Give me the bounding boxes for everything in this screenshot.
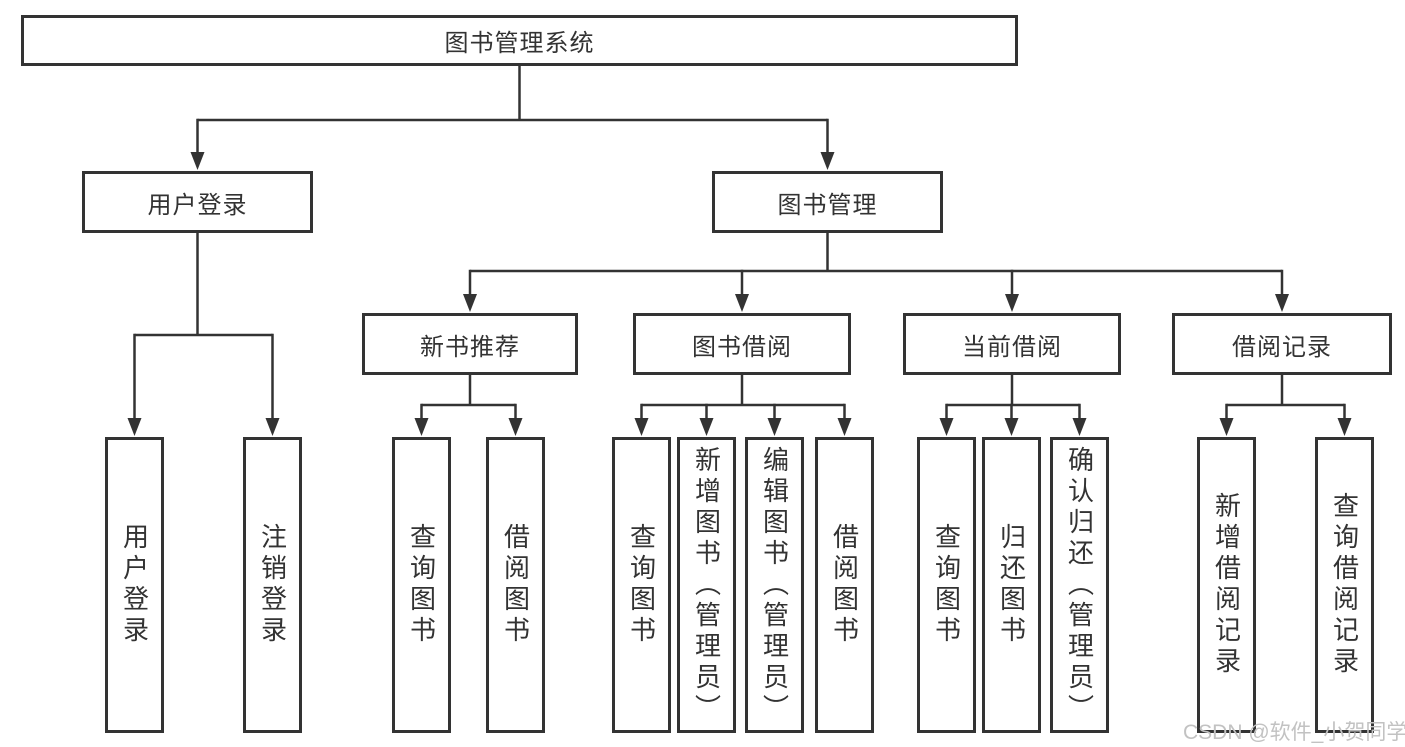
csdn-watermark: CSDN @软件_小贺同学: [1183, 721, 1405, 744]
arrowhead-icon: [1219, 418, 1234, 436]
arrowhead-icon: [837, 418, 852, 436]
node-label: 归还图书: [996, 523, 1027, 647]
node-query-book-recommend: 查询图书: [392, 437, 451, 733]
arrowhead-icon: [634, 418, 649, 436]
node-borrow-book-recommend: 借阅图书: [486, 437, 545, 733]
node-label: 借阅图书: [829, 523, 860, 647]
arrowhead-icon: [939, 418, 954, 436]
arrowhead-icon: [767, 418, 782, 436]
arrowhead-icon: [1004, 418, 1019, 436]
node-label: 借阅图书: [500, 523, 531, 647]
node-label: 新增图书（管理员）: [691, 445, 722, 725]
arrowhead-icon: [127, 418, 142, 436]
arrowhead-icon: [463, 294, 477, 312]
node-query-book-borrow: 查询图书: [612, 437, 671, 733]
connector-root-to-level2: [190, 66, 835, 170]
arrowhead-icon: [1072, 418, 1087, 436]
arrowhead-icon: [699, 418, 714, 436]
node-label: 用户登录: [147, 191, 248, 219]
node-confirm-return-admin: 确认归还（管理员）: [1050, 437, 1109, 733]
connector-new-book-recommend-to-leaves: [414, 375, 523, 436]
connector-book-management-to-level3: [463, 233, 1289, 312]
node-label: 编辑图书（管理员）: [759, 445, 790, 725]
node-label: 图书借阅: [692, 333, 792, 361]
arrowhead-icon: [265, 418, 280, 436]
node-book-borrow: 图书借阅: [633, 313, 851, 375]
node-label: 图书管理: [777, 191, 878, 219]
node-query-borrow-record: 查询借阅记录: [1315, 437, 1374, 733]
node-return-book: 归还图书: [982, 437, 1041, 733]
arrowhead-icon: [1005, 294, 1019, 312]
node-user-login: 用户登录: [82, 171, 313, 233]
node-label: 用户登录: [119, 523, 150, 647]
node-label: 新书推荐: [420, 333, 520, 361]
node-user-login-leaf: 用户登录: [105, 437, 164, 733]
node-label: 查询图书: [626, 523, 657, 647]
node-book-management: 图书管理: [712, 171, 943, 233]
arrowhead-icon: [1275, 294, 1289, 312]
node-current-borrow: 当前借阅: [903, 313, 1121, 375]
node-label: 查询借阅记录: [1329, 492, 1360, 678]
node-label: 当前借阅: [962, 333, 1062, 361]
connector-current-borrow-to-leaves: [939, 375, 1087, 436]
node-label: 查询图书: [931, 523, 962, 647]
node-label: 借阅记录: [1232, 333, 1332, 361]
arrowhead-icon: [820, 152, 835, 170]
node-new-book-recommend: 新书推荐: [362, 313, 578, 375]
arrowhead-icon: [508, 418, 523, 436]
node-label: 查询图书: [406, 523, 437, 647]
node-label: 确认归还（管理员）: [1064, 445, 1095, 725]
node-label: 新增借阅记录: [1211, 492, 1242, 678]
connector-book-borrow-to-leaves: [634, 375, 852, 436]
node-add-book-admin: 新增图书（管理员）: [677, 437, 736, 733]
node-borrow-record: 借阅记录: [1172, 313, 1392, 375]
arrowhead-icon: [190, 152, 205, 170]
node-root-system: 图书管理系统: [21, 15, 1018, 66]
node-add-borrow-record: 新增借阅记录: [1197, 437, 1256, 733]
connector-user-login-to-leaves: [127, 233, 280, 436]
arrowhead-icon: [414, 418, 429, 436]
arrowhead-icon: [1337, 418, 1352, 436]
connector-borrow-record-to-leaves: [1219, 375, 1352, 436]
node-label: 注销登录: [257, 523, 288, 647]
node-edit-book-admin: 编辑图书（管理员）: [745, 437, 804, 733]
node-logout: 注销登录: [243, 437, 302, 733]
node-query-book-current: 查询图书: [917, 437, 976, 733]
node-borrow-book-borrow: 借阅图书: [815, 437, 874, 733]
arrowhead-icon: [735, 294, 749, 312]
node-label: 图书管理系统: [444, 30, 595, 57]
